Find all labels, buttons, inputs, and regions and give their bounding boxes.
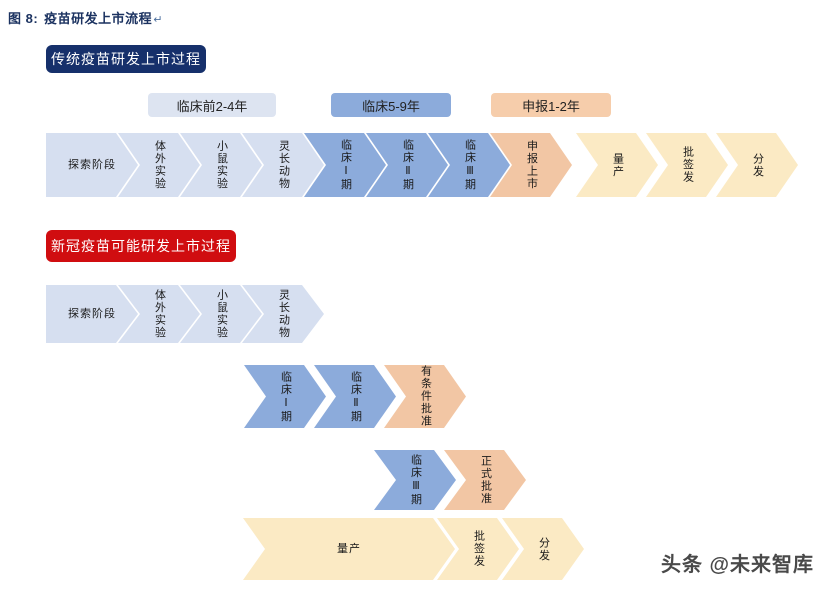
watermark: 头条 @未来智库 bbox=[661, 548, 814, 577]
phase-pill-filing: 申报1-2年 bbox=[491, 93, 611, 117]
covid-step-batchrelease-label: 批签发 bbox=[472, 530, 485, 568]
flow-step-filing-label: 申报上市 bbox=[525, 140, 538, 190]
covid-step-clinical-1-label: 临床Ⅰ期 bbox=[279, 370, 292, 423]
flow-step-massproduction[interactable]: 量产 bbox=[576, 133, 658, 197]
covid-step-conditional-approval[interactable]: 有条件批准 bbox=[384, 365, 466, 428]
covid-step-clinical-2-label: 临床Ⅱ期 bbox=[349, 370, 362, 423]
flow-step-exploration-label: 探索阶段 bbox=[68, 158, 116, 171]
covid-step-exploration[interactable]: 探索阶段 bbox=[46, 285, 138, 343]
flow-step-clinical-2-label: 临床Ⅱ期 bbox=[401, 139, 414, 191]
covid-step-mouse-label: 小鼠实验 bbox=[215, 289, 228, 339]
covid-step-massproduction-label: 量产 bbox=[337, 542, 361, 555]
flow-step-distribution-label: 分发 bbox=[751, 152, 764, 178]
figure-number: 图 8: bbox=[8, 11, 39, 26]
covid-step-exploration-label: 探索阶段 bbox=[68, 307, 116, 320]
figure-title-text: 疫苗研发上市流程 bbox=[44, 11, 153, 26]
covid-step-clinical-3-label: 临床Ⅲ期 bbox=[409, 454, 422, 506]
flow-step-exploration[interactable]: 探索阶段 bbox=[46, 133, 138, 197]
covid-step-clinical-2[interactable]: 临床Ⅱ期 bbox=[314, 365, 396, 428]
phase-pill-preclinical: 临床前2-4年 bbox=[148, 93, 276, 117]
flow-step-massproduction-label: 量产 bbox=[611, 152, 624, 178]
covid-step-primate-label: 灵长动物 bbox=[277, 289, 290, 339]
covid-step-distribution-label: 分发 bbox=[537, 536, 550, 562]
flow-step-invitro-label: 体外实验 bbox=[153, 140, 166, 190]
section-banner-traditional-label: 传统疫苗研发上市过程 bbox=[51, 51, 201, 67]
covid-step-massproduction[interactable]: 量产 bbox=[243, 518, 455, 580]
paragraph-mark-icon: ↵ bbox=[153, 14, 163, 26]
covid-step-conditional-approval-label: 有条件批准 bbox=[419, 365, 432, 428]
flow-step-clinical-3-label: 临床Ⅲ期 bbox=[463, 139, 476, 191]
flow-step-distribution[interactable]: 分发 bbox=[716, 133, 798, 197]
section-banner-covid-label: 新冠疫苗可能研发上市过程 bbox=[51, 238, 231, 254]
covid-step-formal-approval-label: 正式批准 bbox=[479, 455, 492, 505]
flow-step-clinical-1-label: 临床Ⅰ期 bbox=[339, 139, 352, 191]
flow-step-mouse-label: 小鼠实验 bbox=[215, 140, 228, 190]
flow-step-primate-label: 灵长动物 bbox=[277, 140, 290, 190]
section-banner-traditional: 传统疫苗研发上市过程 bbox=[46, 45, 206, 73]
figure-title: 图 8: 疫苗研发上市流程↵ bbox=[8, 8, 163, 27]
covid-step-clinical-1[interactable]: 临床Ⅰ期 bbox=[244, 365, 326, 428]
covid-step-clinical-3[interactable]: 临床Ⅲ期 bbox=[374, 450, 456, 510]
covid-step-invitro-label: 体外实验 bbox=[153, 289, 166, 339]
section-banner-covid: 新冠疫苗可能研发上市过程 bbox=[46, 230, 236, 262]
phase-pill-clinical: 临床5-9年 bbox=[331, 93, 451, 117]
flow-step-batchrelease-label: 批签发 bbox=[681, 146, 694, 184]
covid-step-formal-approval[interactable]: 正式批准 bbox=[444, 450, 526, 510]
watermark-text: 头条 @未来智库 bbox=[661, 554, 815, 576]
phase-pill-clinical-label: 临床5-9年 bbox=[362, 98, 420, 114]
phase-pill-filing-label: 申报1-2年 bbox=[522, 98, 580, 114]
phase-pill-preclinical-label: 临床前2-4年 bbox=[176, 98, 248, 114]
flow-step-batchrelease[interactable]: 批签发 bbox=[646, 133, 728, 197]
